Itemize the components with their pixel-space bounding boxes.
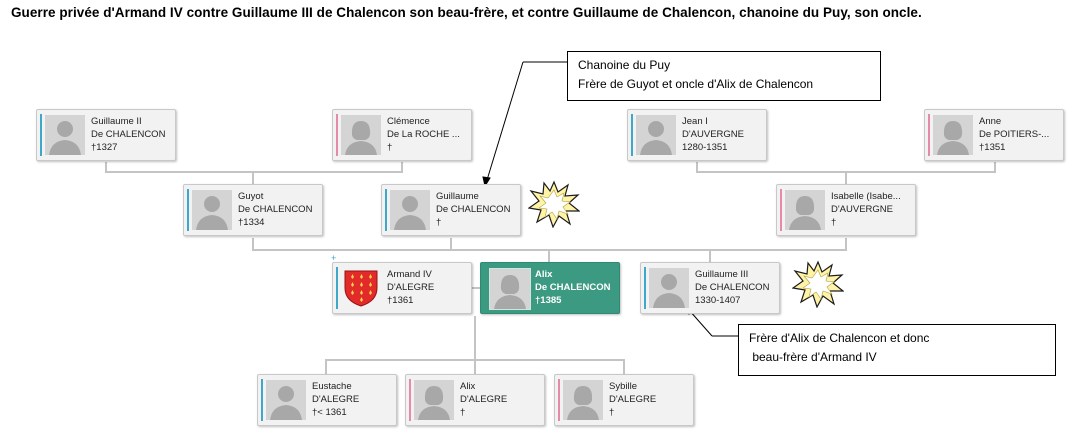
gender-bar — [40, 114, 42, 156]
person-name: Guillaume III — [695, 269, 749, 280]
person-name: Sybille — [609, 381, 637, 392]
female-silhouette-icon — [489, 268, 531, 310]
person-surname: D'AUVERGNE — [682, 129, 744, 140]
male-silhouette-icon — [636, 115, 676, 155]
gender-bar — [187, 189, 189, 231]
male-silhouette-icon — [266, 380, 306, 420]
person-card-jean-i[interactable]: Jean I D'AUVERGNE 1280-1351 — [627, 109, 767, 161]
person-card-alix-dalegre[interactable]: Alix D'ALEGRE † — [405, 374, 545, 426]
female-silhouette-icon — [933, 115, 973, 155]
callout-chanoine: Chanoine du Puy Frère de Guyot et oncle … — [567, 51, 881, 101]
page-title: Guerre privée d'Armand IV contre Guillau… — [11, 5, 922, 20]
person-dates: †< 1361 — [312, 407, 347, 418]
person-dates: † — [436, 217, 442, 228]
explosion-icon — [528, 180, 580, 228]
callout-frere: Frère d'Alix de Chalencon et donc beau-f… — [738, 324, 1056, 376]
person-name: Alix — [535, 269, 553, 280]
person-name: Guillaume II — [91, 116, 142, 127]
person-surname: De CHALENCON — [695, 282, 770, 293]
person-name: Anne — [979, 116, 1002, 127]
person-surname: De CHALENCON — [535, 282, 611, 293]
gender-bar — [261, 379, 263, 421]
person-dates: 1280-1351 — [682, 142, 728, 153]
callout-line: Frère de Guyot et oncle d'Alix de Chalen… — [578, 77, 814, 91]
person-dates: †1327 — [91, 142, 118, 153]
person-name: Jean I — [682, 116, 708, 127]
male-silhouette-icon — [192, 190, 232, 230]
callout-line: Chanoine du Puy — [578, 58, 671, 72]
person-name: Guillaume — [436, 191, 479, 202]
person-name: Armand IV — [387, 269, 432, 280]
gender-bar — [780, 189, 782, 231]
person-name: Eustache — [312, 381, 352, 392]
gender-bar — [336, 114, 338, 156]
person-dates: † — [460, 407, 466, 418]
coat-of-arms-icon — [341, 268, 381, 308]
gender-bar — [928, 114, 930, 156]
male-silhouette-icon — [390, 190, 430, 230]
female-silhouette-icon — [785, 190, 825, 230]
female-silhouette-icon — [414, 380, 454, 420]
person-surname: D'ALEGRE — [460, 394, 508, 405]
person-surname: De CHALENCON — [238, 204, 313, 215]
gender-bar — [558, 379, 560, 421]
person-card-alix-focus[interactable]: Alix De CHALENCON †1385 — [480, 262, 620, 314]
male-silhouette-icon — [649, 268, 689, 308]
expand-marker[interactable]: + — [331, 253, 337, 263]
explosion-icon — [792, 260, 844, 308]
person-surname: D'AUVERGNE — [831, 204, 893, 215]
person-card-guillaume-chanoine[interactable]: Guillaume De CHALENCON † — [381, 184, 521, 236]
person-card-armand-iv[interactable]: Armand IV D'ALEGRE †1361 — [332, 262, 472, 314]
person-surname: D'ALEGRE — [609, 394, 657, 405]
person-card-clemence[interactable]: Clémence De La ROCHE ... † — [332, 109, 472, 161]
person-dates: 1330-1407 — [695, 295, 741, 306]
person-dates: †1361 — [387, 295, 414, 306]
callout-line: Frère d'Alix de Chalencon et donc — [749, 331, 930, 345]
person-name: Guyot — [238, 191, 264, 202]
person-card-guillaume-ii[interactable]: Guillaume II De CHALENCON †1327 — [36, 109, 176, 161]
person-card-guillaume-iii[interactable]: Guillaume III De CHALENCON 1330-1407 — [640, 262, 780, 314]
person-surname: De La ROCHE ... — [387, 129, 460, 140]
person-surname: De CHALENCON — [436, 204, 511, 215]
person-card-eustache[interactable]: Eustache D'ALEGRE †< 1361 — [257, 374, 397, 426]
gender-bar — [336, 267, 338, 309]
gender-bar — [644, 267, 646, 309]
person-dates: † — [831, 217, 837, 228]
person-card-sybille[interactable]: Sybille D'ALEGRE † — [554, 374, 694, 426]
female-silhouette-icon — [563, 380, 603, 420]
gender-bar — [409, 379, 411, 421]
person-surname: De POITIERS-... — [979, 129, 1050, 140]
person-surname: De CHALENCON — [91, 129, 166, 140]
person-name: Alix — [460, 381, 476, 392]
callout-line: beau-frère d'Armand IV — [749, 350, 877, 364]
female-silhouette-icon — [341, 115, 381, 155]
male-silhouette-icon — [45, 115, 85, 155]
person-card-anne[interactable]: Anne De POITIERS-... †1351 — [924, 109, 1064, 161]
person-name: Clémence — [387, 116, 430, 127]
person-dates: † — [387, 142, 393, 153]
person-surname: D'ALEGRE — [312, 394, 360, 405]
person-surname: D'ALEGRE — [387, 282, 435, 293]
person-card-guyot[interactable]: Guyot De CHALENCON †1334 — [183, 184, 323, 236]
person-dates: †1351 — [979, 142, 1006, 153]
person-dates: † — [609, 407, 615, 418]
person-dates: †1334 — [238, 217, 265, 228]
person-card-isabelle[interactable]: Isabelle (Isabe... D'AUVERGNE † — [776, 184, 916, 236]
gender-bar — [631, 114, 633, 156]
person-name: Isabelle (Isabe... — [831, 191, 901, 202]
gender-bar — [385, 189, 387, 231]
person-dates: †1385 — [535, 295, 562, 306]
